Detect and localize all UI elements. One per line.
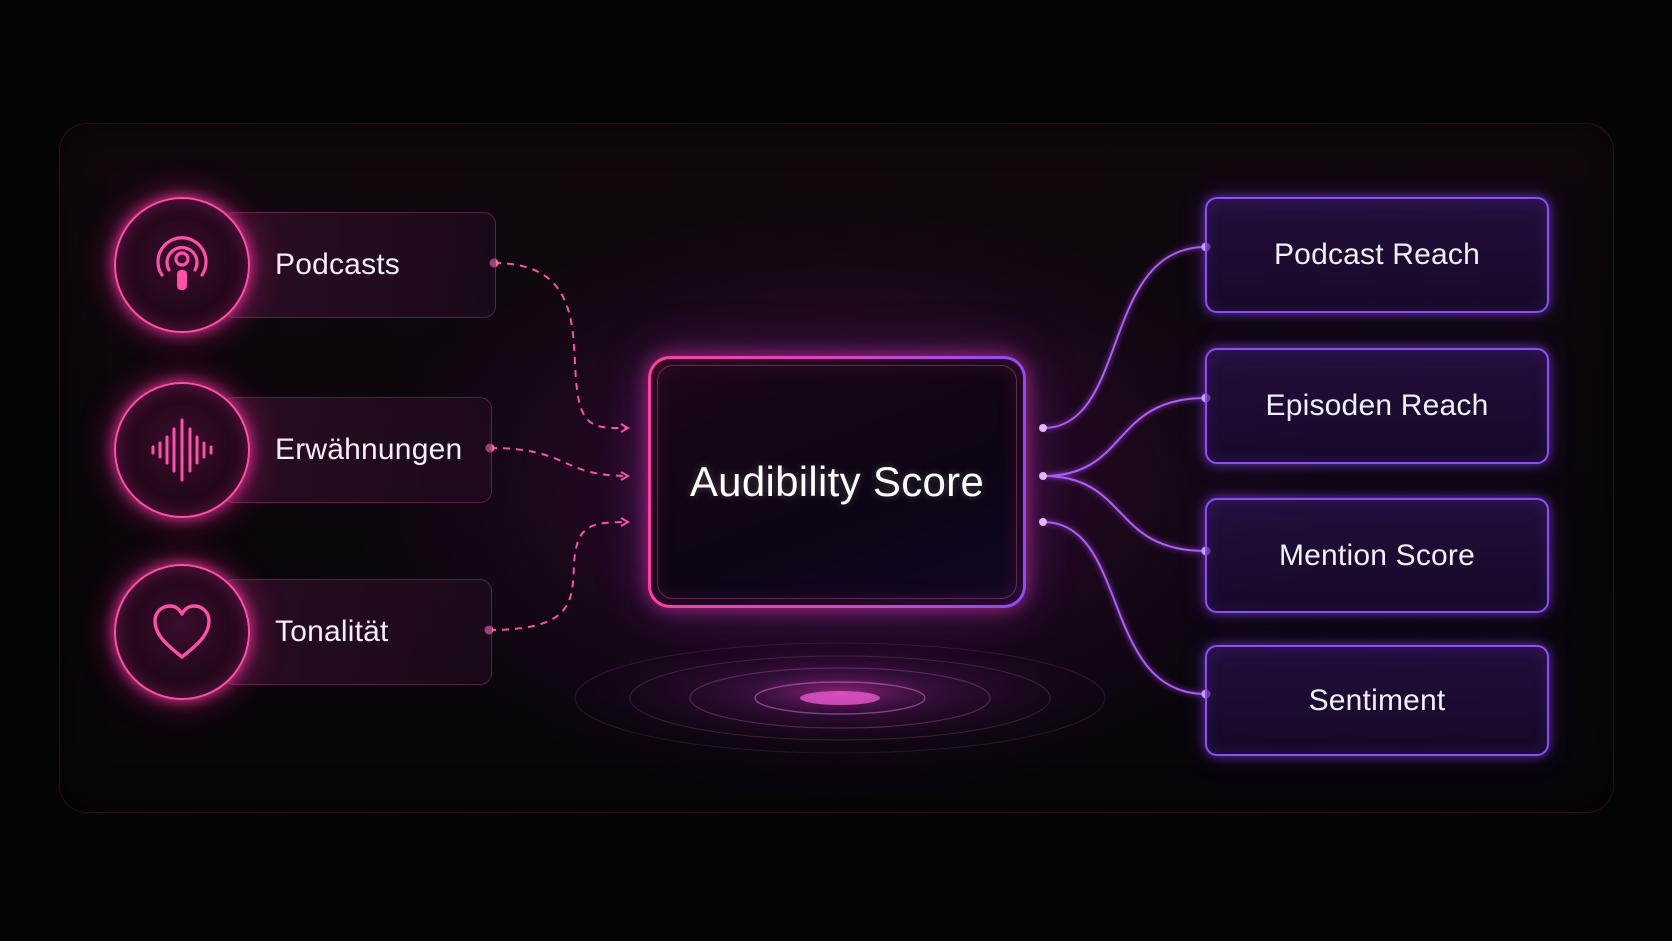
connector-mention-score bbox=[1042, 475, 1207, 552]
heart-icon bbox=[114, 564, 250, 700]
input-label-erwahnungen: Erwähnungen bbox=[275, 433, 463, 466]
output-label-episoden-reach: Episoden Reach bbox=[1265, 389, 1489, 422]
connector-podcasts bbox=[493, 262, 628, 428]
connector-podcast-reach bbox=[1042, 246, 1207, 429]
output-label-sentiment: Sentiment bbox=[1308, 683, 1446, 717]
center-node-label: Audibility Score bbox=[689, 458, 985, 505]
output-node-episoden-reach: Episoden Reach bbox=[1205, 348, 1549, 464]
input-node-erwahnungen: Erwähnungen bbox=[222, 397, 492, 503]
connector-sentiment bbox=[1042, 521, 1207, 695]
input-label-tonalitat: Tonalität bbox=[275, 615, 389, 648]
connector-episoden-reach bbox=[1042, 397, 1207, 477]
center-node-audibility-score: Audibility Score bbox=[648, 356, 1026, 608]
output-label-podcast-reach: Podcast Reach bbox=[1273, 238, 1481, 271]
audio-waveform-icon bbox=[114, 382, 250, 518]
input-label-podcasts: Podcasts bbox=[275, 248, 400, 281]
input-node-tonalitat: Tonalität bbox=[222, 579, 492, 685]
center-node-inner-border bbox=[657, 365, 1017, 599]
input-node-podcasts: Podcasts bbox=[222, 212, 496, 318]
output-label-mention-score: Mention Score bbox=[1278, 538, 1476, 572]
output-node-sentiment: Sentiment bbox=[1205, 645, 1549, 756]
podcast-icon bbox=[114, 197, 250, 333]
connector-erwahnungen bbox=[489, 447, 628, 476]
connector-tonalitat bbox=[488, 522, 628, 631]
output-node-mention-score: Mention Score bbox=[1205, 498, 1549, 613]
output-node-podcast-reach: Podcast Reach bbox=[1205, 197, 1549, 313]
floor-glow-rings bbox=[570, 640, 1110, 756]
